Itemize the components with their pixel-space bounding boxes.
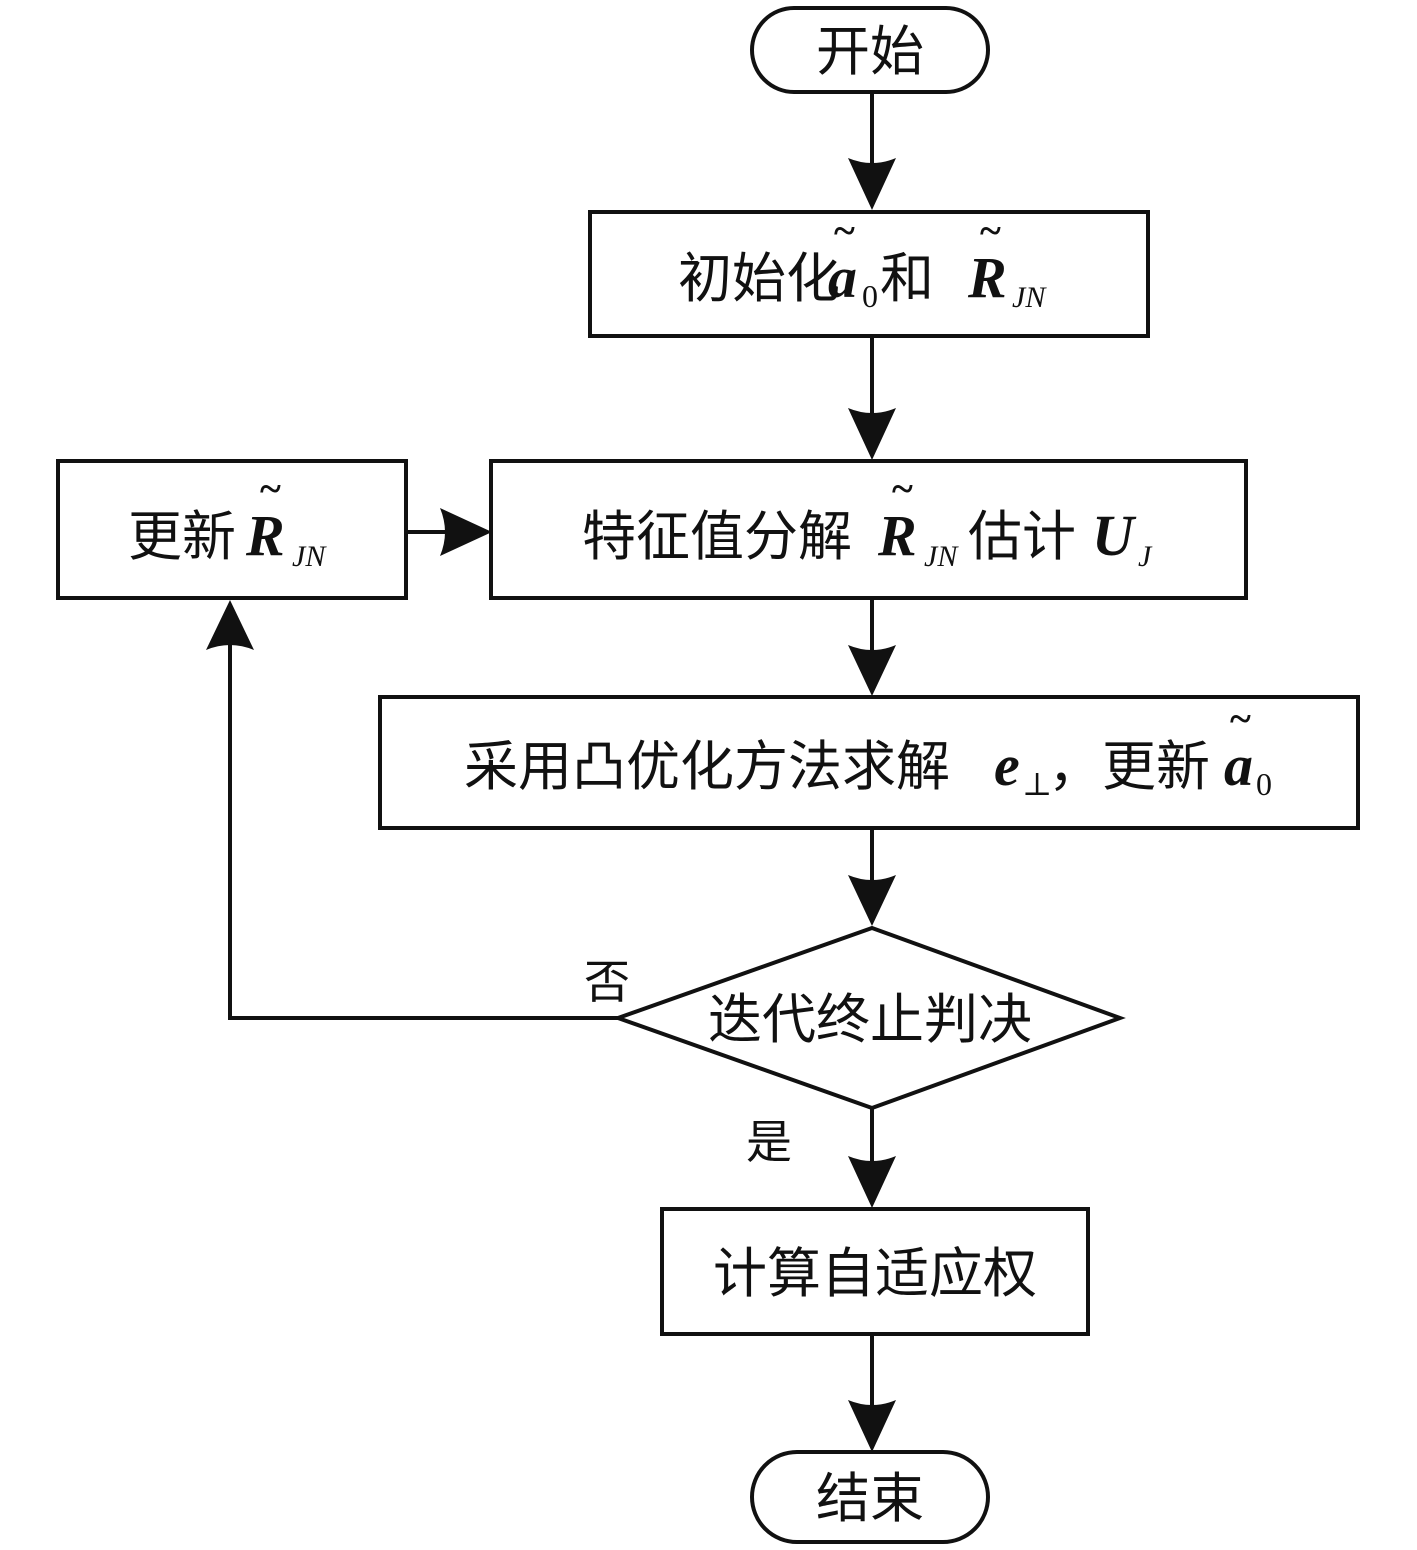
arrowhead-icon [848,408,896,460]
decide-text: 迭代终止判决 [708,988,1032,1051]
eig-math-u-sub: J [1138,540,1153,573]
update-text: 更新 [128,505,236,568]
init-math-r: R [967,245,1007,310]
eig-math-r: R [877,503,917,568]
arrowhead-icon [848,875,896,926]
arrowhead-icon [848,158,896,210]
end-label: 结束 [816,1467,924,1530]
node-convex: 采用凸优化方法求解 e ⊥ ，更新 ~ a 0 [378,695,1360,830]
init-math-a-sub: 0 [862,278,878,314]
convex-math-a: a [1224,733,1253,798]
eig-math-r-sub: JN [924,540,959,573]
arrowhead-icon [206,600,254,650]
arrowhead-icon [440,508,492,556]
convex-connector: ，更新 [1048,735,1210,798]
tilde-icon: ~ [259,466,282,511]
process-shape [378,695,1360,830]
eig-text: 特征值分解 [582,505,852,568]
tilde-icon: ~ [1229,696,1252,741]
process-shape [489,459,1248,600]
init-label: 初始化 [678,247,840,310]
eig-connector: 估计 [968,505,1076,568]
convex-text: 采用凸优化方法求解 [464,735,950,798]
update-math-r-sub: JN [292,540,327,573]
decision-shape [612,925,1126,1111]
node-end: 结束 [750,1450,990,1544]
tilde-icon: ~ [833,208,856,253]
convex-math-e: e [994,733,1020,798]
terminator-shape [750,1450,990,1544]
connectors [206,92,896,1452]
init-text: 初始化 [678,247,840,310]
process-shape [660,1207,1090,1336]
arrowhead-icon [848,645,896,696]
node-eig: 特征值分解 ~ R JN 估计 U J [489,459,1248,600]
init-connector: 和 [880,247,934,310]
process-shape [588,210,1150,338]
node-start: 开始 [750,6,990,94]
node-init: 初始化 ~ a 0 和 ~ R JN [588,208,1150,338]
weight-text: 计算自适应权 [713,1242,1037,1305]
process-shape [56,459,408,600]
node-update: 更新 ~ R JN [56,459,408,600]
terminator-shape [750,6,990,94]
convex-math-e-sub: ⊥ [1022,766,1052,802]
tilde-icon: ~ [891,466,914,511]
edge-label-no: 否 [584,955,630,1009]
node-decide: 迭代终止判决 [612,925,1126,1111]
update-math-r: R [245,503,285,568]
arrowhead-icon [848,1400,896,1452]
tilde-icon: ~ [979,208,1002,253]
edge-label-yes: 是 [746,1115,792,1169]
edge-decide-update [228,630,618,1020]
convex-math-a-sub: 0 [1256,766,1272,802]
start-label: 开始 [816,20,924,83]
init-math-a: a [828,245,857,310]
init-math-r-sub: JN [1012,281,1047,314]
eig-math-u: U [1092,503,1137,568]
node-weight: 计算自适应权 [660,1207,1090,1336]
arrowhead-icon [848,1156,896,1208]
